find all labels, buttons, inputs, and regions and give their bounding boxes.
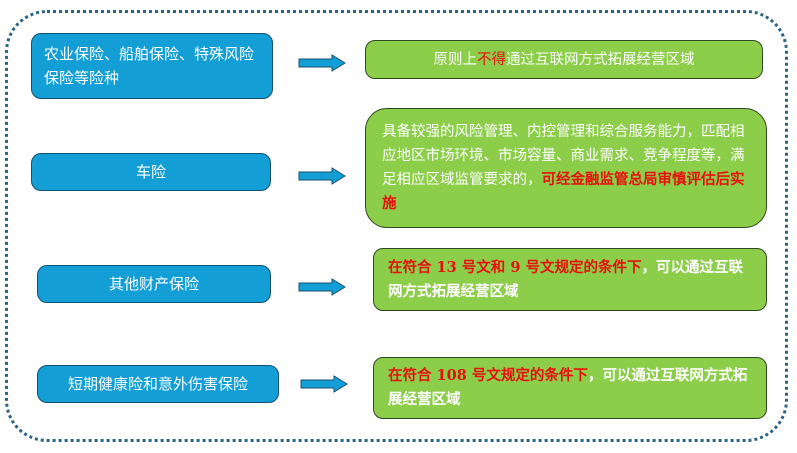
rule-text: 在符合 108 号文规定的条件下，可以通过互联网方式拓展经营区域 [388,367,748,408]
rule-box-3: 在符合 13 号文和 9 号文规定的条件下，可以通过互联网方式拓展经营区域 [373,248,767,311]
rule-box-1: 原则上不得通过互联网方式拓展经营区域 [365,40,763,79]
category-box-4: 短期健康险和意外伤害保险 [37,365,279,403]
category-label: 农业保险、船舶保险、特殊风险保险等险种 [44,45,255,87]
rule-text: 原则上不得通过互联网方式拓展经营区域 [433,51,695,68]
dotted-frame [5,10,788,442]
category-label: 其他财产保险 [108,275,199,293]
rule-text: 在符合 13 号文和 9 号文规定的条件下，可以通过互联网方式拓展经营区域 [388,258,743,300]
arrow-right-icon [298,167,346,185]
category-label: 车险 [135,163,166,181]
category-box-3: 其他财产保险 [37,265,271,303]
rule-text: 具备较强的风险管理、内控管理和综合服务能力，匹配相应地区市场环境、市场容量、商业… [382,124,745,212]
arrow-right-icon [300,375,348,393]
category-box-1: 农业保险、船舶保险、特殊风险保险等险种 [31,33,273,99]
arrow-right-icon [298,54,346,72]
category-label: 短期健康险和意外伤害保险 [67,375,248,393]
category-box-2: 车险 [31,153,271,191]
rule-box-2: 具备较强的风险管理、内控管理和综合服务能力，匹配相应地区市场环境、市场容量、商业… [365,108,767,228]
arrow-right-icon [298,278,346,296]
rule-box-4: 在符合 108 号文规定的条件下，可以通过互联网方式拓展经营区域 [373,357,767,419]
